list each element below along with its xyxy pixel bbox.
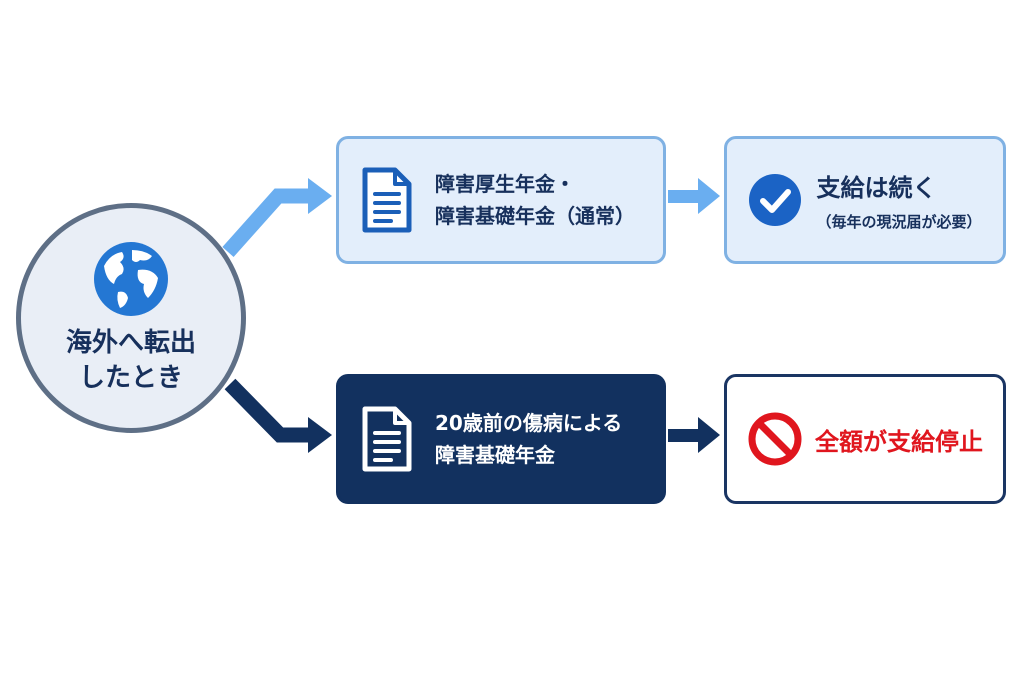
benefit-box-pre20: 20歳前の傷病による 障害基礎年金 — [336, 374, 666, 504]
document-icon — [362, 167, 412, 233]
lower-branch-arrowhead — [308, 417, 332, 453]
outcome-box-continues: 支給は続く （毎年の現況届が必要） — [724, 136, 1006, 264]
outcome-label-continues: 支給は続く — [816, 174, 937, 202]
lower-result-arrow — [668, 429, 702, 442]
outcome-box-suspended: 全額が支給停止 — [724, 374, 1006, 504]
upper-result-arrowhead — [698, 178, 720, 214]
lower-result-arrowhead — [698, 417, 720, 453]
benefit-box-regular: 障害厚生年金・ 障害基礎年金（通常） — [336, 136, 666, 264]
benefit-label-regular: 障害厚生年金・ 障害基礎年金（通常） — [435, 172, 635, 228]
document-icon — [362, 406, 412, 472]
upper-result-arrow — [668, 190, 702, 203]
checkmark-circle-icon — [749, 174, 802, 226]
start-label: 海外へ転出 したとき — [65, 327, 196, 393]
outcome-note: （毎年の現況届が必要） — [816, 213, 982, 231]
upper-branch-arrow — [222, 188, 312, 257]
prohibited-icon — [748, 412, 802, 466]
start-node: 海外へ転出 したとき — [16, 203, 246, 433]
outcome-label-suspended: 全額が支給停止 — [815, 427, 983, 456]
lower-branch-arrow — [224, 378, 312, 443]
benefit-label-pre20: 20歳前の傷病による 障害基礎年金 — [435, 411, 623, 467]
globe-icon — [94, 241, 168, 316]
upper-branch-arrowhead — [308, 178, 332, 214]
